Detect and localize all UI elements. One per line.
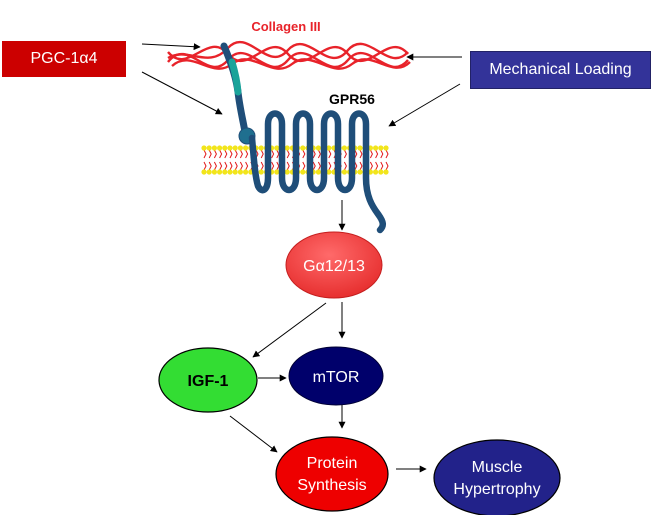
g12-13-node <box>285 231 383 299</box>
pgc-1a4-box: PGC-1α4 <box>2 41 126 77</box>
arrow-pgc-to-collagen <box>141 43 201 51</box>
protein-synthesis-label-line1: Protein <box>307 455 358 472</box>
protein-synthesis-node <box>275 436 389 512</box>
mechanical-loading-label: Mechanical Loading <box>489 61 632 78</box>
muscle-hypertrophy-label-line2: Hypertrophy <box>453 481 540 498</box>
arrow-mechanical-to-gpr56 <box>388 83 461 127</box>
mtor-label: mTOR <box>313 369 360 386</box>
mechanical-loading-box: Mechanical Loading <box>470 51 651 89</box>
collagen-label: Collagen III <box>251 19 320 34</box>
gpr56-receptor <box>220 42 386 234</box>
muscle-hypertrophy-node <box>433 439 561 515</box>
collagen-iii-fibril <box>167 40 411 70</box>
arrow-pgc-to-gpr56 <box>141 71 223 115</box>
igf1-node <box>158 347 258 413</box>
arrow-igf1-to-protein-synthesis <box>229 415 278 453</box>
muscle-hypertrophy-label-line1: Muscle <box>472 459 523 476</box>
mtor-node <box>288 346 384 406</box>
arrow-g12-13-to-igf1 <box>252 302 327 358</box>
gpr56-label: GPR56 <box>329 91 375 107</box>
g12-13-label: Gα12/13 <box>303 258 365 275</box>
pgc-1a4-label: PGC-1α4 <box>30 50 98 67</box>
igf1-label: IGF-1 <box>188 373 229 390</box>
protein-synthesis-label-line2: Synthesis <box>297 477 366 494</box>
